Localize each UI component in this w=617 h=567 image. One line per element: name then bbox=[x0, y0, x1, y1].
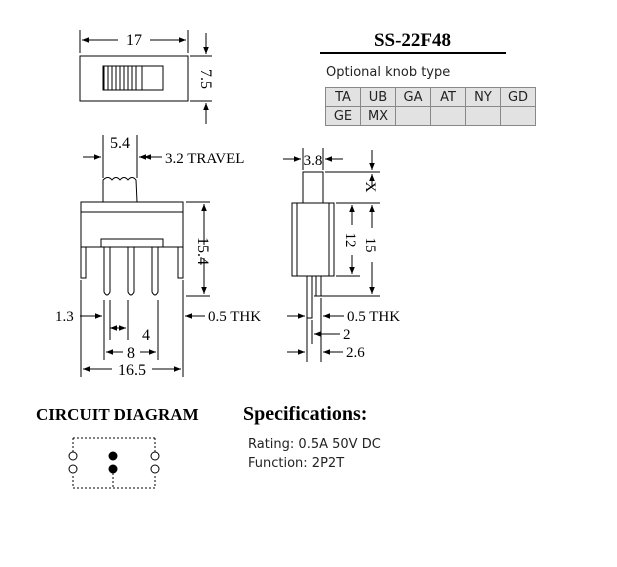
dim-side-2-6: 2.6 bbox=[346, 345, 365, 361]
table-cell bbox=[500, 106, 536, 126]
table-cell: GE bbox=[325, 106, 361, 126]
dim-side-knob: 3.8 bbox=[304, 153, 323, 169]
front-view bbox=[80, 135, 210, 377]
front-view-pin bbox=[151, 247, 159, 296]
table-cell bbox=[465, 106, 501, 126]
table-cell: MX bbox=[360, 106, 396, 126]
part-number-title: SS-22F48 bbox=[373, 30, 452, 51]
top-view-knob bbox=[103, 65, 143, 91]
terminal-open bbox=[150, 451, 160, 461]
front-view-pin bbox=[127, 247, 135, 296]
table-cell bbox=[395, 106, 431, 126]
side-view-body bbox=[291, 202, 335, 277]
table-cell: NY bbox=[465, 87, 501, 107]
dim-pin-pitch: 4 bbox=[142, 327, 150, 344]
dim-side-x: X bbox=[362, 182, 378, 193]
dim-top-length: 17 bbox=[126, 32, 142, 49]
dim-side-12: 12 bbox=[342, 233, 358, 248]
dim-edge-offset: 1.3 bbox=[55, 309, 74, 325]
side-view-knob bbox=[302, 171, 324, 204]
table-cell: GA bbox=[395, 87, 431, 107]
dim-pin-span: 8 bbox=[127, 345, 135, 362]
terminal-common bbox=[108, 451, 118, 461]
dim-thk-front: 0.5 THK bbox=[208, 309, 261, 325]
table-row: GE MX bbox=[325, 106, 536, 126]
circuit-diagram bbox=[68, 437, 160, 489]
dim-side-2: 2 bbox=[343, 327, 351, 343]
terminal-open bbox=[150, 464, 160, 474]
dim-front-width: 16.5 bbox=[118, 362, 146, 379]
table-cell: AT bbox=[430, 87, 466, 107]
specifications-title: Specifications: bbox=[243, 403, 368, 425]
dim-body-height: 15.4 bbox=[194, 237, 211, 265]
dim-travel: 3.2 TRAVEL bbox=[165, 151, 244, 167]
side-view bbox=[283, 148, 380, 362]
top-view-body bbox=[79, 55, 189, 102]
title-underline bbox=[320, 52, 506, 54]
table-cell: TA bbox=[325, 87, 361, 107]
circuit-diagram-title: CIRCUIT DIAGRAM bbox=[36, 405, 199, 424]
dim-side-15: 15 bbox=[362, 238, 378, 253]
terminal-common bbox=[108, 464, 118, 474]
dim-thk-side: 0.5 THK bbox=[347, 309, 400, 325]
dim-top-height: 7.5 bbox=[197, 69, 214, 89]
side-view-pin bbox=[306, 276, 313, 319]
spec-rating: Rating: 0.5A 50V DC bbox=[248, 437, 381, 452]
top-view bbox=[79, 30, 212, 124]
knob-type-table: TA UB GA AT NY GD GE MX bbox=[325, 87, 536, 126]
front-view-body bbox=[80, 201, 184, 248]
knob-type-caption: Optional knob type bbox=[326, 65, 451, 80]
terminal-open bbox=[68, 451, 78, 461]
front-view-knob bbox=[102, 177, 138, 203]
front-view-pin bbox=[103, 247, 111, 296]
terminal-open bbox=[68, 464, 78, 474]
dim-knob-width: 5.4 bbox=[110, 135, 130, 152]
spec-function: Function: 2P2T bbox=[248, 456, 345, 471]
